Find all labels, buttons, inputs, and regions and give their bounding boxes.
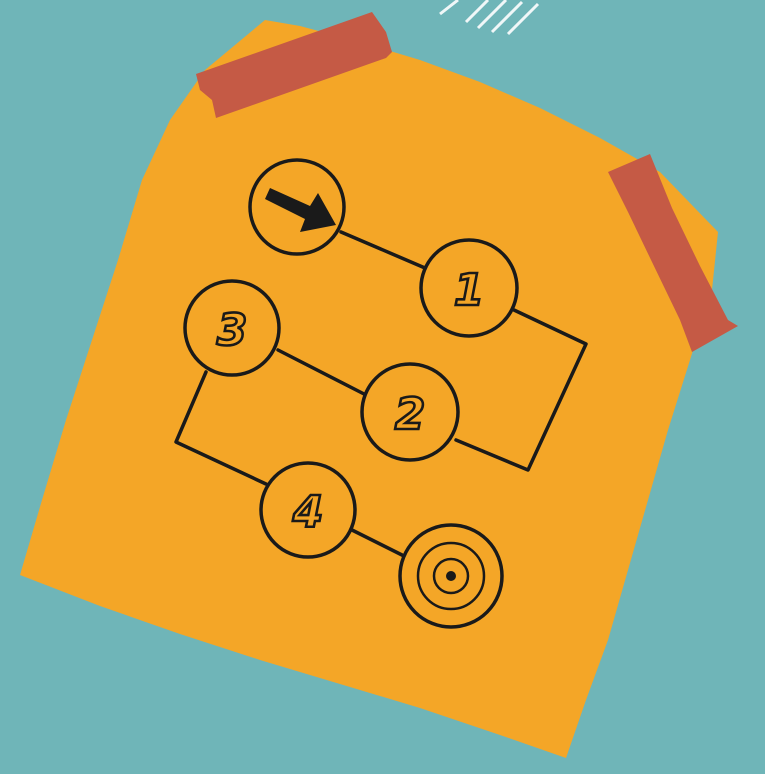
step-4-node: 4: [261, 463, 355, 557]
step-1-node: 1: [421, 240, 517, 336]
finish-node: [400, 525, 502, 627]
step-3-node: 3: [185, 281, 279, 375]
step-3-label: 3: [217, 305, 248, 356]
step-2-label: 2: [395, 389, 426, 440]
start-node: [250, 160, 344, 254]
decorative-stripes: [440, 0, 538, 34]
step-4-label: 4: [292, 487, 324, 538]
step-1-label: 1: [454, 265, 485, 316]
step-2-node: 2: [362, 364, 458, 460]
